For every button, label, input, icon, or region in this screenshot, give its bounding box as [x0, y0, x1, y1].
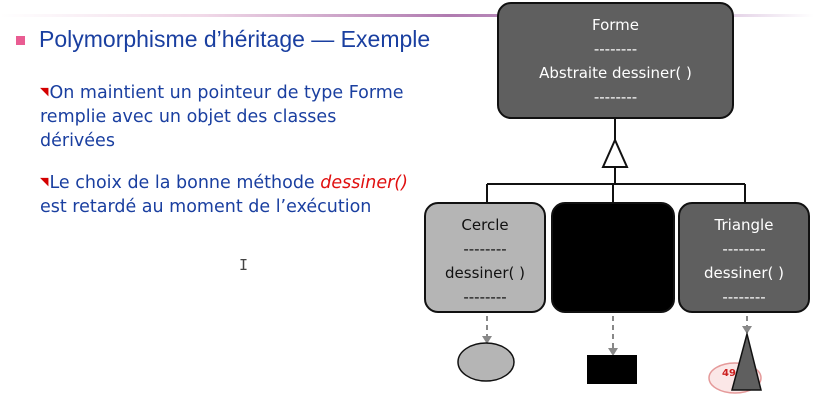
- inheritance-arrow-icon: [601, 137, 629, 168]
- bullet-2-line-1: ◥Le choix de la bonne méthode dessiner(): [40, 170, 408, 195]
- top-decoration: [0, 0, 814, 22]
- class-method: dessiner( ): [704, 264, 784, 282]
- class-separator: --------: [722, 288, 766, 306]
- text-cursor-icon: I: [239, 256, 249, 274]
- bullet-1-line-1-text: On maintient un pointeur de type Forme: [49, 83, 404, 103]
- title-text: Polymorphisme d’héritage — Exemple: [39, 26, 431, 52]
- arrowhead-icon: [482, 336, 492, 344]
- class-name: Cercle: [461, 216, 509, 234]
- page-number: 49: [722, 368, 736, 379]
- triangle-shape: [731, 331, 762, 391]
- bullet-point-2: ◥Le choix de la bonne méthode dessiner()…: [40, 170, 408, 219]
- arrowhead-icon: [742, 326, 752, 334]
- bullet-1-line-3: dérivées: [40, 131, 115, 151]
- rectangle-shape: [587, 355, 637, 384]
- bullet-1-line-2: remplie avec un objet des classes: [40, 107, 337, 127]
- square-bullet-icon: [16, 36, 25, 45]
- class-name: Triangle: [714, 216, 774, 234]
- class-separator: --------: [463, 288, 507, 306]
- class-name: Forme: [591, 16, 639, 34]
- bullet-point-1: ◥On maintient un pointeur de type Forme …: [40, 80, 404, 153]
- class-box-hidden: [551, 202, 675, 313]
- class-separator: --------: [722, 240, 766, 258]
- class-separator: --------: [593, 40, 638, 58]
- triangle-bullet-icon: ◥: [40, 175, 49, 188]
- class-method: Abstraite dessiner( ): [539, 64, 692, 82]
- arrowhead-icon: [608, 348, 618, 356]
- bullet-2-emphasis: dessiner(): [320, 173, 408, 193]
- class-box-triangle: Triangle -------- dessiner( ) --------: [678, 202, 810, 313]
- class-method: dessiner( ): [445, 264, 525, 282]
- triangle-bullet-icon: ◥: [40, 85, 49, 98]
- bullet-2-line-2: est retardé au moment de l’exécution: [40, 197, 372, 217]
- class-box-forme: Forme -------- Abstraite dessiner( ) ---…: [497, 2, 734, 119]
- bullet-2-before: Le choix de la bonne méthode: [49, 173, 321, 193]
- class-box-cercle: Cercle -------- dessiner( ) --------: [424, 202, 546, 313]
- bullet-1-line-1: ◥On maintient un pointeur de type Forme: [40, 80, 404, 105]
- class-separator: --------: [463, 240, 507, 258]
- top-gradient-line: [0, 14, 814, 17]
- class-separator: --------: [593, 88, 638, 106]
- slide-title: Polymorphisme d’héritage — Exemple: [16, 26, 430, 53]
- ellipse-shape: [457, 342, 515, 382]
